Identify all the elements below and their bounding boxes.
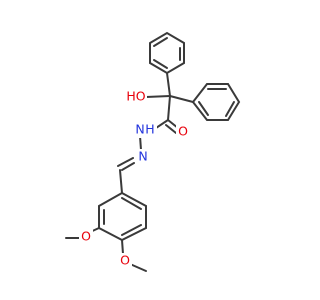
bond-n-to-ch-double [121,162,135,171]
amide-h-label: H [145,122,154,137]
phenyl-right-double-3 [198,101,209,116]
phenyl-top-double-1 [153,37,168,47]
bond-n-to-ch [117,157,134,167]
phenyl-top-ring [149,31,185,75]
phenyl-right-ring [192,83,241,121]
bond-ch-to-aryl [119,169,123,194]
bond-center-to-hydroxyl [145,95,171,98]
bond-methoxy2-o-to-ch3 [129,263,147,272]
carbonyl-o-label-bg [176,124,190,140]
hydroxyl-label: HO [126,89,145,104]
atom-label-layer: HO N H O N O O [79,89,190,269]
methoxy1-o-label: O [81,229,91,244]
bond-layer [65,31,241,272]
amide-nh-label-bg [135,122,157,138]
aryl-bottom-double-2 [121,224,142,236]
carbonyl-o-label: O [178,124,188,139]
hydroxyl-label-bg [125,89,147,105]
amide-n-label: N [135,122,144,137]
phenyl-right-double-2 [225,101,235,117]
bond-center-to-carbonyl [167,95,171,121]
aryl-bottom-ring [98,192,147,242]
bond-nh-to-n [139,135,142,151]
bond-ring-to-methoxy2-o [121,239,124,255]
aryl-bottom-double-1 [121,197,142,210]
bond-carbonyl-double-b [165,124,177,134]
bond-center-to-ring-right [169,95,194,103]
hydrazone-n-label: N [138,149,147,164]
molecule-diagram: HO N H O N O O [65,31,241,272]
methoxy2-o-label-bg [118,253,132,269]
bond-ring-top-to-center [166,72,171,97]
phenyl-top-double-3 [153,59,168,69]
hydrazone-n-label-bg [136,149,150,165]
methoxy1-o-label-bg [79,229,93,245]
methoxy2-o-label: O [120,253,130,268]
